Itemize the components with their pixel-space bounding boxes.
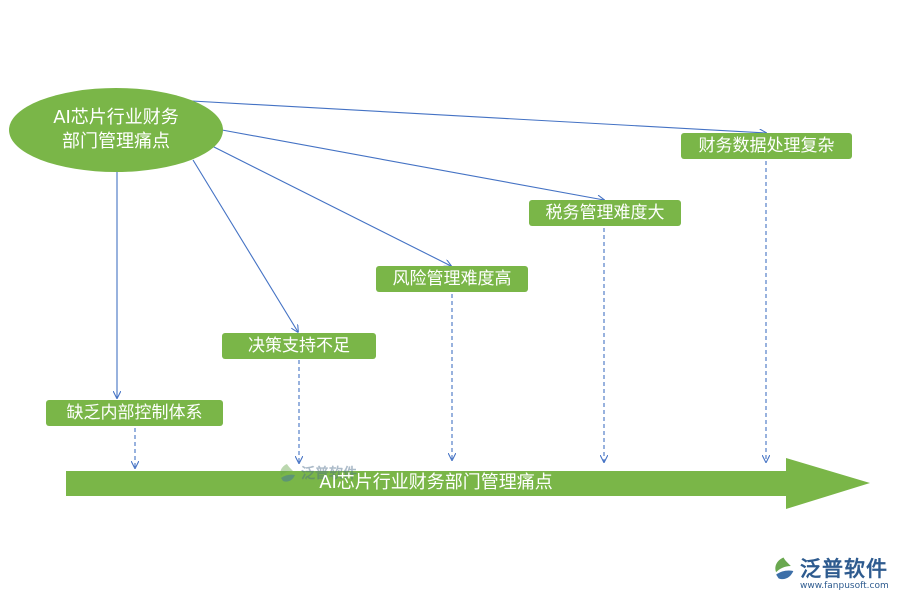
root-node: AI芯片行业财务 部门管理痛点 [9, 88, 223, 172]
connector-decision-support [192, 159, 298, 332]
connector-tax-management [221, 129, 604, 200]
node-financial-data: 财务数据处理复杂 [681, 133, 852, 159]
node-internal-control: 缺乏内部控制体系 [46, 400, 223, 426]
fanpu-logo-icon [775, 556, 794, 579]
connector-risk-management [209, 144, 451, 266]
brand-name: 泛普软件 [800, 557, 888, 581]
brand-url: www.fanpusoft.com [800, 581, 889, 591]
timeline-arrow [66, 458, 870, 509]
connector-financial-data [191, 100, 766, 133]
watermark-text: 泛普软件 [301, 466, 357, 482]
root-node-line1: AI芯片行业财务 [53, 107, 179, 128]
node-tax-management: 税务管理难度大 [529, 200, 681, 226]
node-decision-support: 决策支持不足 [222, 333, 376, 359]
watermark: 泛普软件 [276, 462, 357, 484]
fanpu-logo-icon [280, 464, 295, 482]
node-risk-management: 风险管理难度高 [376, 266, 528, 292]
root-node-line2: 部门管理痛点 [62, 131, 170, 152]
timeline-label: AI芯片行业财务部门管理痛点 [319, 472, 553, 493]
brand-logo: 泛普软件 www.fanpusoft.com [770, 553, 895, 595]
